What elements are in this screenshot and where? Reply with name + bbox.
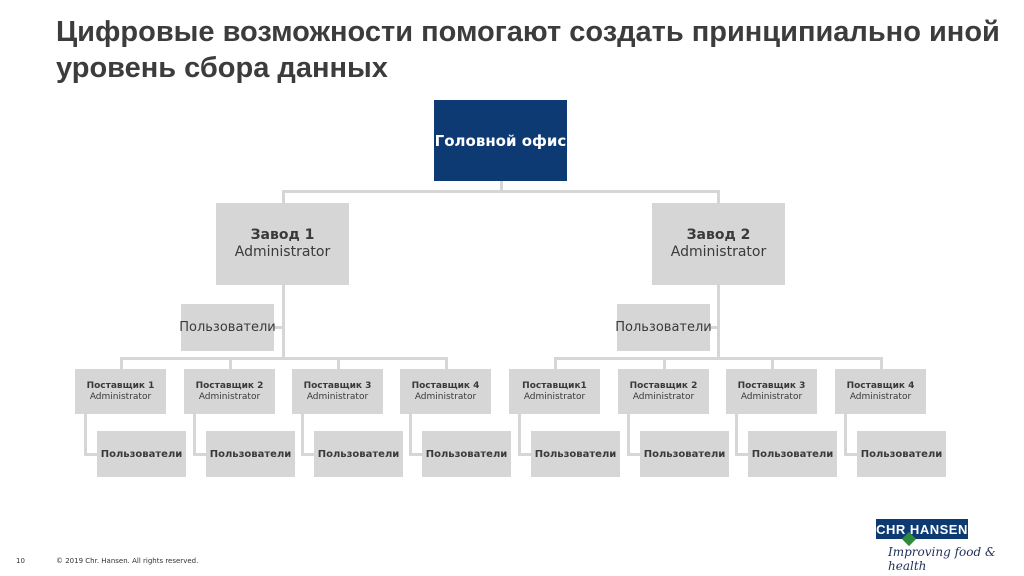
connector-p2s1-users-h [518, 453, 532, 456]
connector-p2s1-drop [554, 357, 557, 370]
supplier-name: Поставщик 1 [86, 380, 155, 391]
supplier-users-label: Пользователи [100, 448, 183, 460]
plant-1-supplier-4-node: Поставщик 4 Administrator [400, 369, 491, 414]
supplier-name: Поставщик1 [522, 380, 587, 391]
slide-title-line-2: уровень сбора данных [56, 52, 388, 84]
plant-2-supplier-4-node: Поставщик 4 Administrator [835, 369, 926, 414]
connector-p1s3-users-h [301, 453, 315, 456]
connector-p2s2-users-v [627, 414, 630, 455]
plant-1-role: Administrator [234, 244, 331, 260]
connector-plant2-users [710, 326, 720, 329]
plant-1-node: Завод 1 Administrator [216, 203, 349, 285]
supplier-name: Поставщик 4 [411, 380, 480, 391]
connector-p2s2-users-h [627, 453, 641, 456]
connector-p1s2-users-v [193, 414, 196, 455]
plant-2-users-label: Пользователи [615, 320, 712, 335]
connector-p1s1-users-v [84, 414, 87, 455]
slide-title-line-1: Цифровые возможности помогают создать пр… [56, 16, 1000, 48]
connector-p2s3-users-h [735, 453, 749, 456]
supplier-name: Поставщик 3 [737, 380, 806, 391]
plant-1-supplier-4-users-node: Пользователи [422, 431, 511, 477]
supplier-users-label: Пользователи [534, 448, 617, 460]
supplier-role: Administrator [849, 391, 912, 402]
supplier-role: Administrator [632, 391, 695, 402]
supplier-role: Administrator [414, 391, 477, 402]
plant-2-supplier-3-users-node: Пользователи [748, 431, 837, 477]
connector-p2s4-drop [880, 357, 883, 370]
plant-1-name: Завод 1 [250, 227, 315, 243]
supplier-role: Administrator [89, 391, 152, 402]
plant-1-supplier-1-node: Поставщик 1 Administrator [75, 369, 166, 414]
connector-plant2-trunk [717, 285, 720, 359]
plant-1-supplier-3-users-node: Пользователи [314, 431, 403, 477]
plant-1-supplier-2-node: Поставщик 2 Administrator [184, 369, 275, 414]
supplier-role: Administrator [740, 391, 803, 402]
connector-plant1-bar [120, 357, 447, 360]
supplier-role: Administrator [198, 391, 261, 402]
supplier-name: Поставщик 4 [846, 380, 915, 391]
connector-plant2-drop [717, 190, 720, 204]
supplier-users-label: Пользователи [317, 448, 400, 460]
connector-p1s2-drop [229, 357, 232, 370]
supplier-name: Поставщик 2 [629, 380, 698, 391]
logo-wordmark: CHR HANSEN [876, 519, 968, 539]
connector-plant1-trunk [282, 285, 285, 359]
connector-p1s4-users-v [409, 414, 412, 455]
connector-p1s3-users-v [301, 414, 304, 455]
plant-2-supplier-4-users-node: Пользователи [857, 431, 946, 477]
plant-2-users-node: Пользователи [615, 304, 712, 351]
supplier-users-label: Пользователи [643, 448, 726, 460]
plant-1-supplier-2-users-node: Пользователи [206, 431, 295, 477]
plant-2-supplier-2-node: Поставщик 2 Administrator [618, 369, 709, 414]
connector-hq-bar [282, 190, 720, 193]
supplier-users-label: Пользователи [209, 448, 292, 460]
supplier-name: Поставщик 2 [195, 380, 264, 391]
plant-2-role: Administrator [670, 244, 767, 260]
plant-1-users-label: Пользователи [179, 320, 276, 335]
connector-p2s1-users-v [518, 414, 521, 455]
plant-1-supplier-3-node: Поставщик 3 Administrator [292, 369, 383, 414]
connector-p1s3-drop [337, 357, 340, 370]
supplier-users-label: Пользователи [860, 448, 943, 460]
connector-p1s1-drop [120, 357, 123, 370]
connector-p2s2-drop [663, 357, 666, 370]
supplier-users-label: Пользователи [751, 448, 834, 460]
connector-p2s4-users-h [844, 453, 858, 456]
supplier-role: Administrator [306, 391, 369, 402]
supplier-name: Поставщик 3 [303, 380, 372, 391]
connector-p1s4-drop [445, 357, 448, 370]
connector-p2s3-drop [771, 357, 774, 370]
connector-p1s2-users-h [193, 453, 207, 456]
copyright-text: © 2019 Chr. Hansen. All rights reserved. [56, 557, 199, 565]
connector-hq-down [500, 181, 503, 192]
plant-2-supplier-1-node: Поставщик1 Administrator [509, 369, 600, 414]
slide-title: Цифровые возможности помогают создать пр… [56, 14, 1016, 86]
connector-p2s3-users-v [735, 414, 738, 455]
plant-2-node: Завод 2 Administrator [652, 203, 785, 285]
connector-plant1-users [274, 326, 284, 329]
head-office-node: Головной офис [434, 100, 567, 181]
plant-2-supplier-3-node: Поставщик 3 Administrator [726, 369, 817, 414]
plant-2-supplier-1-users-node: Пользователи [531, 431, 620, 477]
plant-2-supplier-2-users-node: Пользователи [640, 431, 729, 477]
connector-p1s1-users-h [84, 453, 98, 456]
head-office-label: Головной офис [434, 131, 567, 150]
connector-p2s4-users-v [844, 414, 847, 455]
logo-tagline: Improving food & health [888, 545, 996, 573]
plant-1-users-node: Пользователи [179, 304, 276, 351]
connector-plant1-drop [282, 190, 285, 204]
page-number: 10 [16, 557, 25, 565]
plant-2-name: Завод 2 [686, 227, 751, 243]
plant-1-supplier-1-users-node: Пользователи [97, 431, 186, 477]
connector-plant2-bar [554, 357, 883, 360]
supplier-users-label: Пользователи [425, 448, 508, 460]
connector-p1s4-users-h [409, 453, 423, 456]
supplier-role: Administrator [523, 391, 586, 402]
